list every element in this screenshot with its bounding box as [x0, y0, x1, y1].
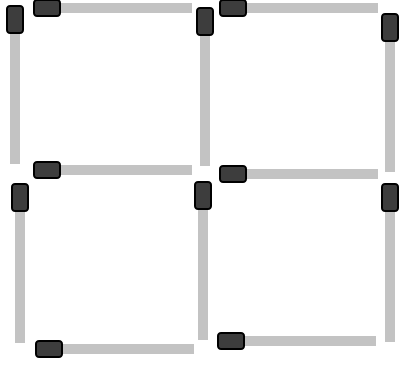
matchstick-vertical-top-left[interactable] — [7, 6, 23, 164]
matchstick-body — [58, 3, 192, 13]
matchstick-body — [60, 344, 194, 354]
matchstick-horizontal-top-left[interactable] — [34, 0, 192, 16]
matchstick-horizontal-top-right[interactable] — [220, 0, 378, 16]
matchstick-head — [195, 182, 211, 209]
matchstick-horizontal-bottom-left[interactable] — [36, 341, 194, 357]
matchstick-head — [382, 14, 398, 41]
matchstick-body — [385, 39, 395, 172]
matchstick-head — [7, 6, 23, 33]
matchstick-head — [218, 333, 244, 349]
matchstick-horizontal-bottom-right[interactable] — [218, 333, 376, 349]
matchstick-head — [12, 184, 28, 211]
matchstick-head — [382, 184, 398, 211]
matchstick-body — [242, 336, 376, 346]
matchstick-body — [198, 207, 208, 340]
matchstick-vertical-bottom-right[interactable] — [382, 184, 398, 342]
matchstick-body — [244, 169, 378, 179]
matchstick-head — [34, 0, 60, 16]
matchstick-vertical-top-center[interactable] — [197, 8, 213, 166]
matchstick-horizontal-middle-left[interactable] — [34, 162, 192, 178]
matchstick-body — [244, 3, 378, 13]
matchstick-horizontal-middle-right[interactable] — [220, 166, 378, 182]
matchstick-vertical-top-right[interactable] — [382, 14, 398, 172]
matchstick-body — [10, 31, 20, 164]
matchstick-head — [36, 341, 62, 357]
matchstick-head — [220, 0, 246, 16]
matchstick-body — [385, 209, 395, 342]
matchstick-head — [220, 166, 246, 182]
matchstick-head — [197, 8, 213, 35]
matchstick-head — [34, 162, 60, 178]
matchstick-vertical-bottom-center[interactable] — [195, 182, 211, 340]
matchstick-body — [15, 209, 25, 343]
matchstick-body — [200, 33, 210, 166]
matchstick-body — [58, 165, 192, 175]
matchstick-vertical-bottom-left[interactable] — [12, 184, 28, 343]
